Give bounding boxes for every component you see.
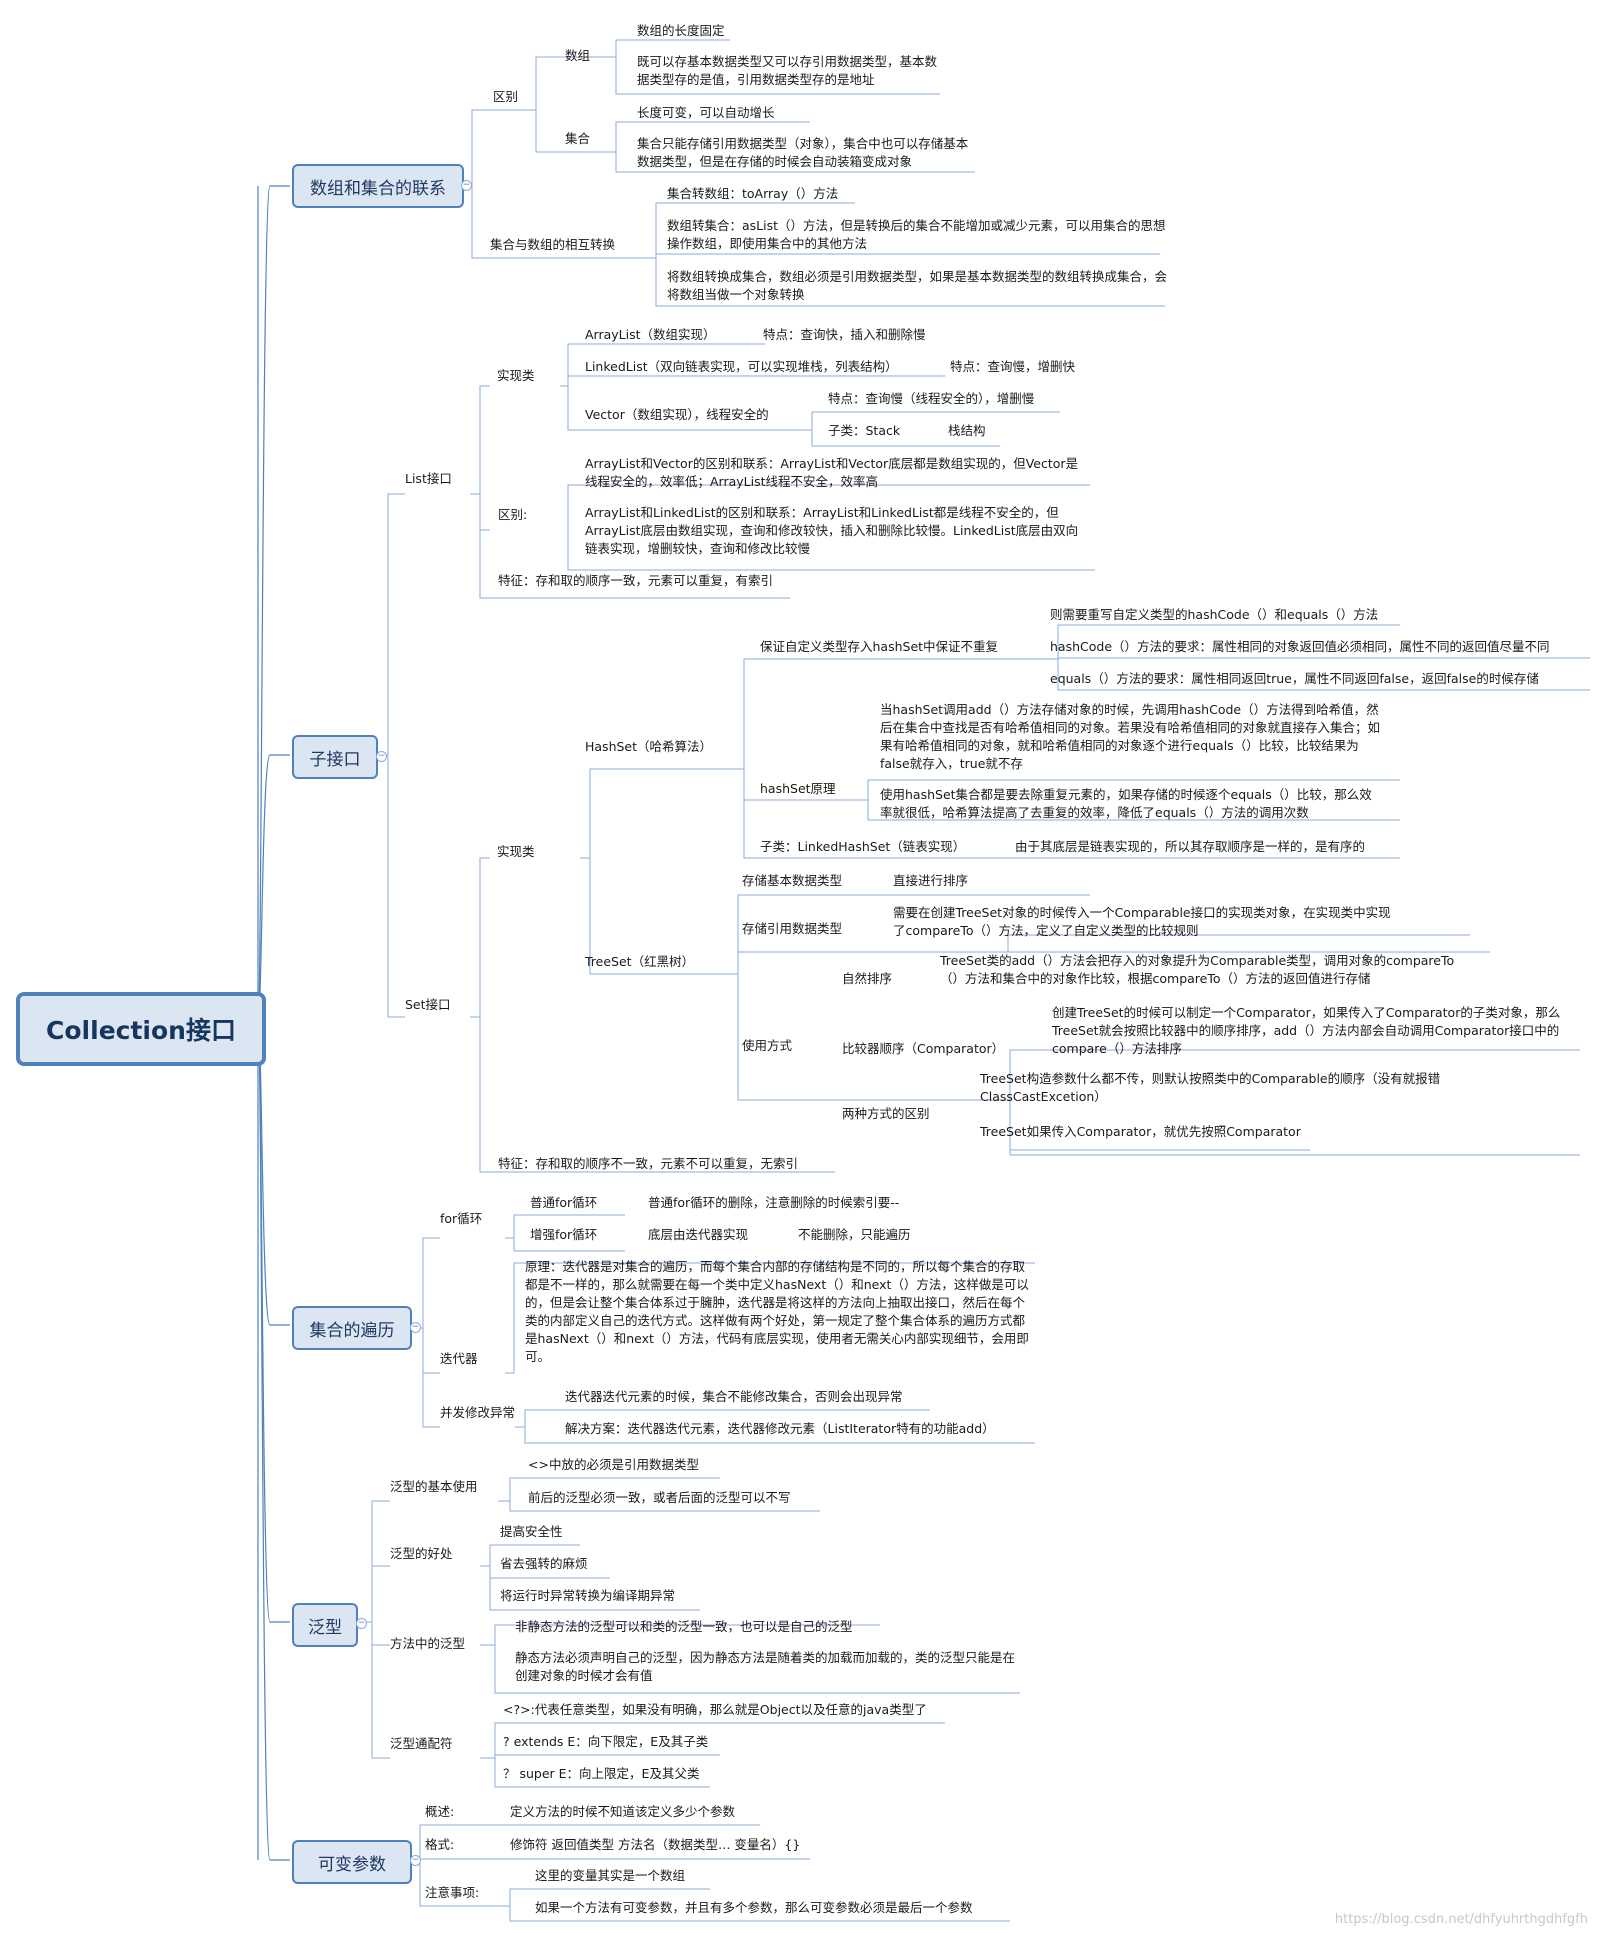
leaf: 特点：查询慢（线程安全的），增删慢 [828,391,1035,406]
leaf: 提高安全性 [500,1524,563,1539]
leaf: 前后的泛型必须一致，或者后面的泛型可以不写 [528,1490,791,1505]
node-generics[interactable]: 泛型 [292,1603,358,1647]
node-traversal[interactable]: 集合的遍历 [292,1306,412,1350]
leaf: TreeSet构造参数什么都不传，则默认按照类中的Comparable的顺序（没… [980,1071,1441,1104]
node-gen-method[interactable]: 方法中的泛型 [390,1636,466,1651]
leaf: 集合只能存储引用数据类型（对象），集合中也可以存储基本数据类型，但是在存储的时候… [637,136,969,169]
leaf: 将运行时异常转换为编译期异常 [500,1588,676,1603]
leaf: 保证自定义类型存入hashSet中保证不重复 [760,639,999,654]
node-for[interactable]: for循环 [440,1211,483,1226]
leaf: ？ super E：向上限定，E及其父类 [503,1766,700,1781]
leaf: 静态方法必须声明自己的泛型，因为静态方法是随着类的加载而加载的，类的泛型只能是在… [515,1650,1016,1683]
leaf: 不能删除，只能遍历 [798,1227,911,1242]
node-array[interactable]: 数组 [565,48,591,63]
leaf: 直接进行排序 [893,873,969,888]
leaf: <>中放的必须是引用数据类型 [528,1457,699,1472]
leaf: 存储基本数据类型 [742,873,843,888]
node-list[interactable]: List接口 [405,471,452,486]
leaf: LinkedList（双向链表实现，可以实现堆栈，列表结构） [585,359,898,374]
leaf: 增强for循环 [530,1227,598,1242]
leaf: 长度可变，可以自动增长 [637,105,775,120]
leaf: hashCode（）方法的要求：属性相同的对象返回值必须相同，属性不同的返回值尽… [1050,639,1550,654]
leaf: 将数组转换成集合，数组必须是引用数据类型，如果是基本数据类型的数组转换成集合，会… [667,269,1168,302]
leaf: 如果一个方法有可变参数，并且有多个参数，那么可变参数必须是最后一个参数 [535,1900,973,1915]
collapse-icon[interactable]: − [356,1618,367,1629]
leaf: 自然排序 [842,971,893,986]
node-iterator[interactable]: 迭代器 [440,1351,478,1366]
node-list-impl[interactable]: 实现类 [497,368,535,383]
leaf: 数组转集合：asList（）方法，但是转换后的集合不能增加或减少元素，可以用集合… [667,218,1166,251]
leaf: 比较器顺序（Comparator） [842,1041,1005,1056]
collapse-icon[interactable]: − [410,1322,421,1333]
leaf: 迭代器迭代元素的时候，集合不能修改集合，否则会出现异常 [565,1389,903,1404]
node-gen-basic[interactable]: 泛型的基本使用 [390,1479,478,1494]
leaf: TreeSet如果传入Comparator，就优先按照Comparator [980,1124,1301,1139]
node-hash-principle[interactable]: hashSet原理 [760,781,836,796]
node-array-collection[interactable]: 数组和集合的联系 [292,164,464,208]
leaf: 数组的长度固定 [637,23,725,38]
node-concurrent[interactable]: 并发修改异常 [440,1405,516,1420]
leaf: 当hashSet调用add（）方法存储对象的时候，先调用hashCode（）方法… [880,702,1381,771]
leaf: 存储引用数据类型 [742,921,843,936]
node-subinterface[interactable]: 子接口 [292,735,378,779]
leaf: 特征：存和取的顺序一致，元素可以重复，有索引 [498,573,774,588]
leaf: equals（）方法的要求：属性相同返回true，属性不同返回false，返回f… [1050,671,1539,686]
node-treeset[interactable]: TreeSet（红黑树） [585,954,695,969]
collapse-icon[interactable]: − [376,751,387,762]
leaf: 普通for循环 [530,1195,598,1210]
leaf: 创建TreeSet的时候可以制定一个Comparator，如果传入了Compar… [1052,1005,1561,1056]
leaf: 栈结构 [948,423,986,438]
leaf: Vector（数组实现），线程安全的 [585,407,769,422]
leaf: 特点：查询快，插入和删除慢 [763,327,926,342]
leaf: 原理：迭代器是对集合的遍历，而每个集合内部的存储结构是不同的，所以每个集合的存取… [525,1259,1029,1364]
leaf: 则需要重写自定义类型的hashCode（）和equals（）方法 [1050,607,1379,622]
node-va-overview[interactable]: 概述: [425,1804,455,1819]
node-va-notes[interactable]: 注意事项: [425,1885,480,1900]
leaf: ? extends E：向下限定，E及其子类 [503,1734,709,1749]
leaf: TreeSet类的add（）方法会把存入的对象提升为Comparable类型，调… [940,953,1455,986]
leaf: 两种方式的区别 [842,1106,930,1121]
leaf: 子类：Stack [828,423,901,438]
node-va-format[interactable]: 格式: [425,1837,455,1852]
leaf: 修饰符 返回值类型 方法名（数据类型… 变量名）{} [510,1837,801,1852]
leaf: 定义方法的时候不知道该定义多少个参数 [510,1804,736,1819]
node-usage[interactable]: 使用方式 [742,1038,793,1053]
node-hashset[interactable]: HashSet（哈希算法） [585,739,713,754]
leaf: ArrayList和Vector的区别和联系：ArrayList和Vector底… [585,456,1079,489]
leaf: 既可以存基本数据类型又可以存引用数据类型，基本数据类型存的是值，引用数据类型存的… [637,54,938,87]
leaf: 子类：LinkedHashSet（链表实现） [760,839,966,854]
leaf: 这里的变量其实是一个数组 [535,1868,686,1883]
collapse-icon[interactable]: − [410,1855,421,1866]
node-list-diff[interactable]: 区别: [498,507,528,522]
watermark: https://blog.csdn.net/dhfyuhrthgdhfgfh [1334,1912,1588,1927]
leaf: 特征：存和取的顺序不一致，元素不可以重复，无索引 [498,1156,799,1171]
leaf: 普通for循环的删除，注意删除的时候索引要-- [648,1195,900,1210]
node-gen-good[interactable]: 泛型的好处 [390,1546,453,1561]
leaf: 省去强转的麻烦 [500,1556,588,1571]
root-node[interactable]: Collection接口 [16,992,266,1066]
leaf: 解决方案：迭代器迭代元素，迭代器修改元素（ListIterator特有的功能ad… [565,1421,995,1436]
node-set-impl[interactable]: 实现类 [497,844,535,859]
leaf: 使用hashSet集合都是要去除重复元素的，如果存储的时候逐个equals（）比… [880,787,1372,820]
leaf: 特点：查询慢，增删快 [950,359,1076,374]
leaf: 非静态方法的泛型可以和类的泛型一致，也可以是自己的泛型 [515,1619,853,1634]
leaf: ArrayList和LinkedList的区别和联系：ArrayList和Lin… [585,505,1079,556]
leaf: 底层由迭代器实现 [648,1227,749,1242]
node-diff[interactable]: 区别 [493,89,519,104]
collapse-icon[interactable]: − [461,180,472,191]
node-conv[interactable]: 集合与数组的相互转换 [490,237,616,252]
node-set[interactable]: Set接口 [405,997,451,1012]
leaf: 由于其底层是链表实现的，所以其存取顺序是一样的，是有序的 [1015,839,1366,854]
node-varargs[interactable]: 可变参数 [292,1840,412,1884]
node-gen-wild[interactable]: 泛型通配符 [390,1736,453,1751]
leaf: <?>:代表任意类型，如果没有明确，那么就是Object以及任意的java类型了 [503,1702,927,1717]
node-coll[interactable]: 集合 [565,131,591,146]
leaf: 需要在创建TreeSet对象的时候传入一个Comparable接口的实现类对象，… [893,905,1391,938]
leaf: ArrayList（数组实现） [585,327,716,342]
leaf: 集合转数组：toArray（）方法 [667,186,839,201]
